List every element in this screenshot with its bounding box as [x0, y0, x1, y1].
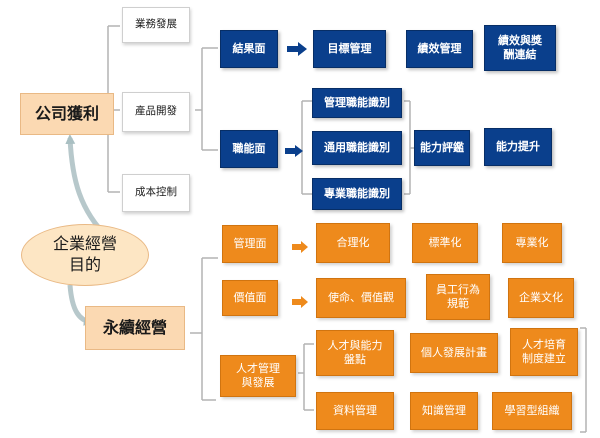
individual-development-plan-box: 個人發展計畫	[410, 333, 498, 373]
result-arrow-icon	[287, 41, 307, 56]
arrow-center-to-profit	[65, 134, 110, 240]
bracket-items-to-faces	[195, 47, 218, 151]
value-face-box: 價值面	[222, 280, 278, 316]
mission-values-box: 使命、價值觀	[316, 278, 406, 318]
value-arrow-icon	[292, 293, 308, 308]
talent-inventory-box: 人才與能力 盤點	[316, 330, 394, 376]
ability-evaluation-box: 能力評鑑	[414, 130, 470, 166]
performance-reward-link-box: 績效與獎酬連結	[484, 25, 556, 71]
management-face-box: 管理面	[222, 225, 278, 263]
business-development-box: 業務發展	[122, 7, 190, 43]
talent-cultivation-system-box: 人才培育 制度建立	[510, 328, 578, 376]
cost-control-box: 成本控制	[122, 174, 190, 212]
result-face-box: 結果面	[220, 30, 278, 68]
function-face-box: 職能面	[220, 130, 278, 168]
corporate-culture-box: 企業文化	[508, 278, 574, 318]
employee-conduct-box: 員工行為 規範	[426, 274, 490, 320]
performance-management-box: 績效管理	[406, 30, 473, 68]
management-competency-box: 管理職能識別	[312, 88, 402, 118]
learning-organization-box: 學習型組織	[492, 392, 572, 430]
management-arrow-icon	[292, 238, 308, 253]
goal-management-box: 目標管理	[313, 30, 386, 68]
knowledge-management-box: 知識管理	[410, 392, 478, 430]
professionalization-box: 專業化	[502, 223, 562, 263]
product-development-box: 產品開發	[122, 92, 190, 132]
professional-competency-box: 專業職能識別	[312, 178, 402, 210]
general-competency-box: 通用職能識別	[312, 131, 402, 165]
bracket-function-stack	[301, 100, 312, 195]
rationalization-box: 合理化	[316, 223, 390, 263]
function-arrow-icon	[285, 142, 303, 157]
profit-node: 公司獲利	[20, 93, 114, 135]
bracket-sustain	[190, 257, 218, 401]
sustain-node: 永續經營	[85, 306, 185, 350]
bracket-hr	[298, 343, 314, 411]
hr-face-box: 人才管理 與發展	[220, 355, 296, 397]
center-purpose-ellipse: 企業經營 目的	[21, 224, 149, 286]
bracket-stack-to-evaluation	[404, 100, 414, 195]
ability-improvement-box: 能力提升	[484, 128, 552, 166]
standardization-box: 標準化	[412, 223, 478, 263]
bracket-hr-right	[580, 327, 587, 433]
data-management-box: 資料管理	[316, 392, 394, 430]
